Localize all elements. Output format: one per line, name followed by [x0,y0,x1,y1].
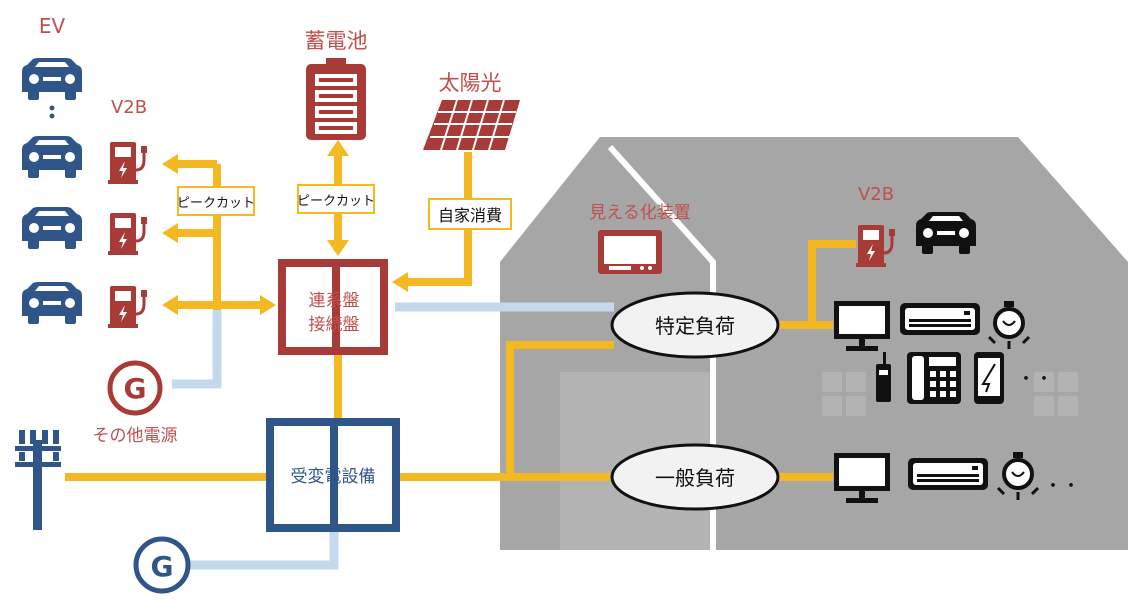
general-load-node: 一般負荷 [610,443,780,511]
self-consumption-label: 自家消費 [438,206,502,225]
interconnection-panel-label-2: 接続盤 [309,315,360,335]
general-load-ellipsis: ・・ [1044,476,1080,497]
generator-icon-main: G [133,536,191,594]
ev-car-icon-3 [22,207,82,249]
air-conditioner-icon-specific [900,303,980,335]
interconnection-panel-label-1: 連系盤 [309,291,360,311]
specific-load-node: 特定負荷 [610,291,780,359]
self-consumption-label-box: 自家消費 [428,198,512,230]
other-power-source-label: その他電源 [93,426,178,446]
solar-label: 太陽光 [439,71,502,95]
v2b-charger-icon-2 [106,211,149,257]
v2b-left-label: V2B [111,97,147,118]
walkie-talkie-icon [876,352,891,402]
general-load-label: 一般負荷 [655,466,735,490]
v2b-charger-icon-3 [106,284,149,330]
generator-symbol-other: G [124,372,147,405]
substation-equipment: 受変電設備 [266,418,400,532]
substation-label: 受変電設備 [291,467,376,487]
specific-load-ellipsis: ・・ [1017,369,1053,390]
peak-cut-label-box-2: ピークカット [297,184,375,214]
utility-pole-icon [15,430,61,530]
battery-icon [306,58,366,140]
aux-power-lines [172,302,614,570]
generator-icon-other: G [107,360,163,416]
battery-label: 蓄電池 [305,29,368,53]
phone-icon [907,352,961,404]
peak-cut-label-box-1: ピークカット [177,186,255,216]
air-conditioner-icon-general [908,458,988,490]
ev-car-icon-4 [22,282,82,324]
power-flow-arrows [162,140,408,315]
solar-panel-icon [423,99,520,151]
v2b-charger-icon-1 [106,140,149,186]
smartphone-icon [974,352,1004,404]
ellipsis-dots [49,105,55,119]
visualization-monitor-icon [598,230,662,274]
visualization-label: 見える化装置 [589,203,691,223]
peak-cut-label-2: ピークカット [297,194,375,209]
ev-label: EV [39,14,66,38]
specific-load-label: 特定負荷 [655,314,735,338]
generator-symbol-main: G [151,550,174,583]
peak-cut-label-1: ピークカット [177,196,255,211]
interconnection-panel: 連系盤 接続盤 [278,259,388,355]
v2b-right-label: V2B [858,184,894,205]
ev-car-icon-2 [22,136,82,178]
house-windows [822,372,1078,416]
ev-car-icon-1 [22,58,82,100]
